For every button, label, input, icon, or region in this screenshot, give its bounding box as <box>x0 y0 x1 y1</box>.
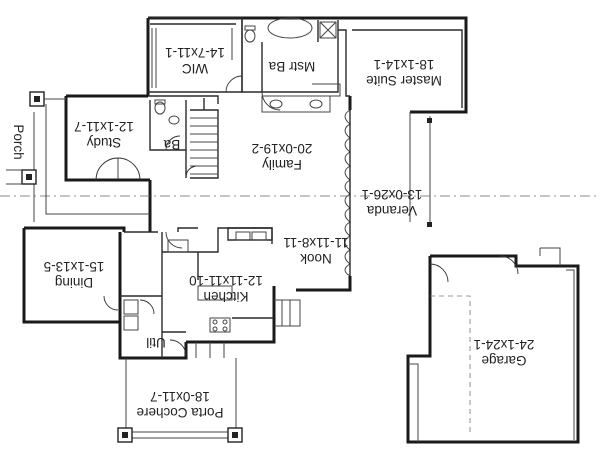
room-name: Family <box>262 157 302 172</box>
porta-cochere <box>117 299 301 443</box>
room-name: Garage <box>481 353 526 368</box>
room-label-porta-cochere: Porta Cochere 18-0x11-7 <box>136 389 223 420</box>
room-dims: 14-7x11-1 <box>165 45 225 60</box>
room-label-wic: WIC 14-7x11-1 <box>165 45 225 76</box>
garage-details <box>408 247 575 442</box>
room-dims: 20-0x19-2 <box>252 141 313 156</box>
doors <box>95 75 519 357</box>
room-dims: 18-1x14-1 <box>374 57 435 72</box>
staircase <box>185 98 219 179</box>
room-dims: 18-0x11-7 <box>150 389 210 404</box>
room-name: Mstr Ba <box>268 59 315 74</box>
room-label-master-suite: Master Suite 18-1x14-1 <box>366 57 442 88</box>
room-dims: 24-1x24-1 <box>474 337 535 352</box>
room-label-nook: Nook 11-11x8-11 <box>283 235 348 266</box>
room-name: Dining <box>55 275 93 290</box>
exterior-walls <box>22 16 580 444</box>
fixtures <box>123 17 341 333</box>
room-label-porch: Porch <box>11 124 26 159</box>
room-labels: WIC 14-7x11-1 Mstr Ba Master Suite 18-1x… <box>11 45 534 420</box>
room-name: Master Suite <box>366 73 442 88</box>
room-name: Veranda <box>366 203 417 218</box>
room-dims: 11-11x8-11 <box>283 235 348 250</box>
room-dims: 15-1x13-5 <box>44 259 105 274</box>
room-label-family: Family 20-0x19-2 <box>252 141 313 172</box>
room-label-garage: Garage 24-1x24-1 <box>474 337 535 368</box>
room-label-veranda: Veranda 13-0x26-1 <box>362 187 423 218</box>
room-name: Nook <box>300 251 332 266</box>
room-label-study: Study 12-1x11-7 <box>74 119 134 150</box>
room-label-util: Util <box>146 335 166 350</box>
room-dims: 12-11x11-10 <box>189 273 263 288</box>
room-name: Ba <box>163 137 180 152</box>
room-dims: 12-1x11-7 <box>74 119 134 134</box>
room-name: Study <box>86 135 121 150</box>
porch <box>6 91 150 222</box>
room-name: Kitchen <box>203 289 248 304</box>
room-label-ba: Ba <box>163 137 180 152</box>
room-name: WIC <box>182 61 208 76</box>
room-dims: 13-0x26-1 <box>362 187 423 202</box>
room-label-kitchen: Kitchen 12-11x11-10 <box>189 273 263 304</box>
room-name: Porta Cochere <box>136 405 223 420</box>
french-doors <box>344 109 351 277</box>
veranda <box>0 112 600 227</box>
room-name: Porch <box>11 124 26 159</box>
room-label-mstr-ba: Mstr Ba <box>268 59 315 74</box>
interior-walls <box>120 17 463 358</box>
room-label-dining: Dining 15-1x13-5 <box>44 259 105 290</box>
room-name: Util <box>146 335 166 350</box>
